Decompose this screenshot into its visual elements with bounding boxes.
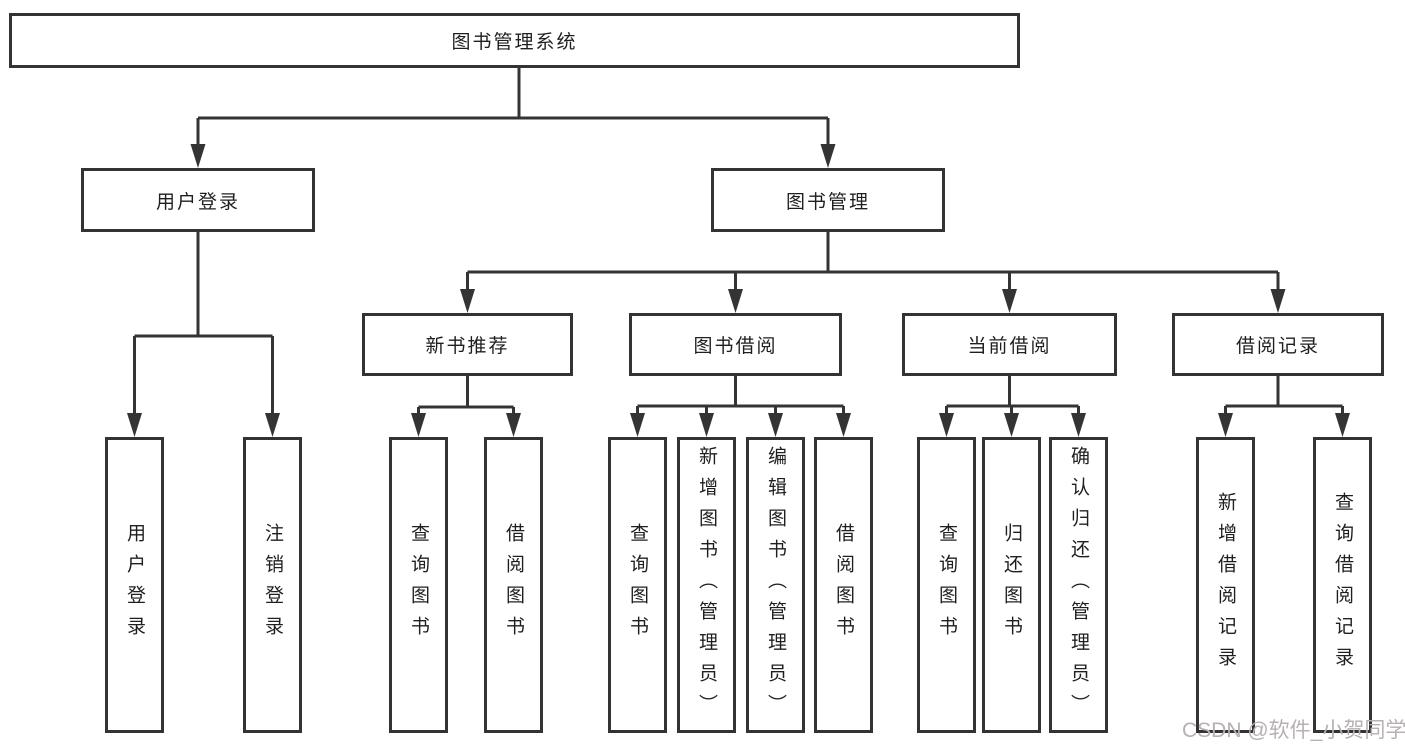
node-root-system-label: 图书管理系统 <box>451 32 578 53</box>
node-borrow-records: 借阅记录 <box>1172 313 1384 376</box>
leaf-records-query-record-label: 查询借阅记录 <box>1332 492 1353 678</box>
leaf-logout-label: 注销登录 <box>262 523 283 647</box>
node-root-system: 图书管理系统 <box>9 13 1020 68</box>
leaf-current-query-book-label: 查询图书 <box>936 523 957 647</box>
leaf-logout: 注销登录 <box>243 437 302 733</box>
node-new-book-recommend-label: 新书推荐 <box>425 336 510 357</box>
arrowheads <box>127 144 1350 437</box>
leaf-current-confirm-return: 确认归还（管理员） <box>1049 437 1108 733</box>
leaf-records-add-record-label: 新增借阅记录 <box>1215 492 1236 678</box>
node-book-management: 图书管理 <box>711 168 945 232</box>
node-user-login: 用户登录 <box>81 168 315 232</box>
leaf-recommend-query-book: 查询图书 <box>389 437 448 733</box>
leaf-records-query-record: 查询借阅记录 <box>1313 437 1372 733</box>
node-current-borrow-label: 当前借阅 <box>967 336 1052 357</box>
leaf-current-confirm-return-label: 确认归还（管理员） <box>1068 445 1089 725</box>
leaf-records-add-record: 新增借阅记录 <box>1196 437 1255 733</box>
leaf-recommend-query-book-label: 查询图书 <box>408 523 429 647</box>
leaf-borrow-edit-book-label: 编辑图书（管理员） <box>765 445 786 725</box>
node-book-borrow: 图书借阅 <box>629 313 842 376</box>
leaf-borrow-query-book-label: 查询图书 <box>627 523 648 647</box>
node-new-book-recommend: 新书推荐 <box>362 313 573 376</box>
leaf-current-return-book-label: 归还图书 <box>1001 523 1022 647</box>
leaf-borrow-query-book: 查询图书 <box>608 437 667 733</box>
leaf-borrow-borrow-book: 借阅图书 <box>814 437 873 733</box>
node-book-borrow-label: 图书借阅 <box>693 336 778 357</box>
leaf-user-login-label: 用户登录 <box>124 523 145 647</box>
node-current-borrow: 当前借阅 <box>902 313 1117 376</box>
leaf-current-return-book: 归还图书 <box>982 437 1041 733</box>
leaf-recommend-borrow-book-label: 借阅图书 <box>503 523 524 647</box>
leaf-user-login: 用户登录 <box>105 437 164 733</box>
leaf-borrow-add-book-label: 新增图书（管理员） <box>696 445 717 725</box>
node-user-login-label: 用户登录 <box>155 191 240 213</box>
leaf-recommend-borrow-book: 借阅图书 <box>484 437 543 733</box>
leaf-borrow-borrow-book-label: 借阅图书 <box>833 523 854 647</box>
leaf-borrow-add-book: 新增图书（管理员） <box>677 437 736 733</box>
leaf-borrow-edit-book: 编辑图书（管理员） <box>746 437 805 733</box>
node-book-management-label: 图书管理 <box>785 191 870 213</box>
csdn-watermark: CSDN @软件_小贺同学 <box>1182 719 1405 742</box>
leaf-current-query-book: 查询图书 <box>917 437 976 733</box>
node-borrow-records-label: 借阅记录 <box>1235 336 1320 357</box>
connector-lines <box>133 68 1344 417</box>
